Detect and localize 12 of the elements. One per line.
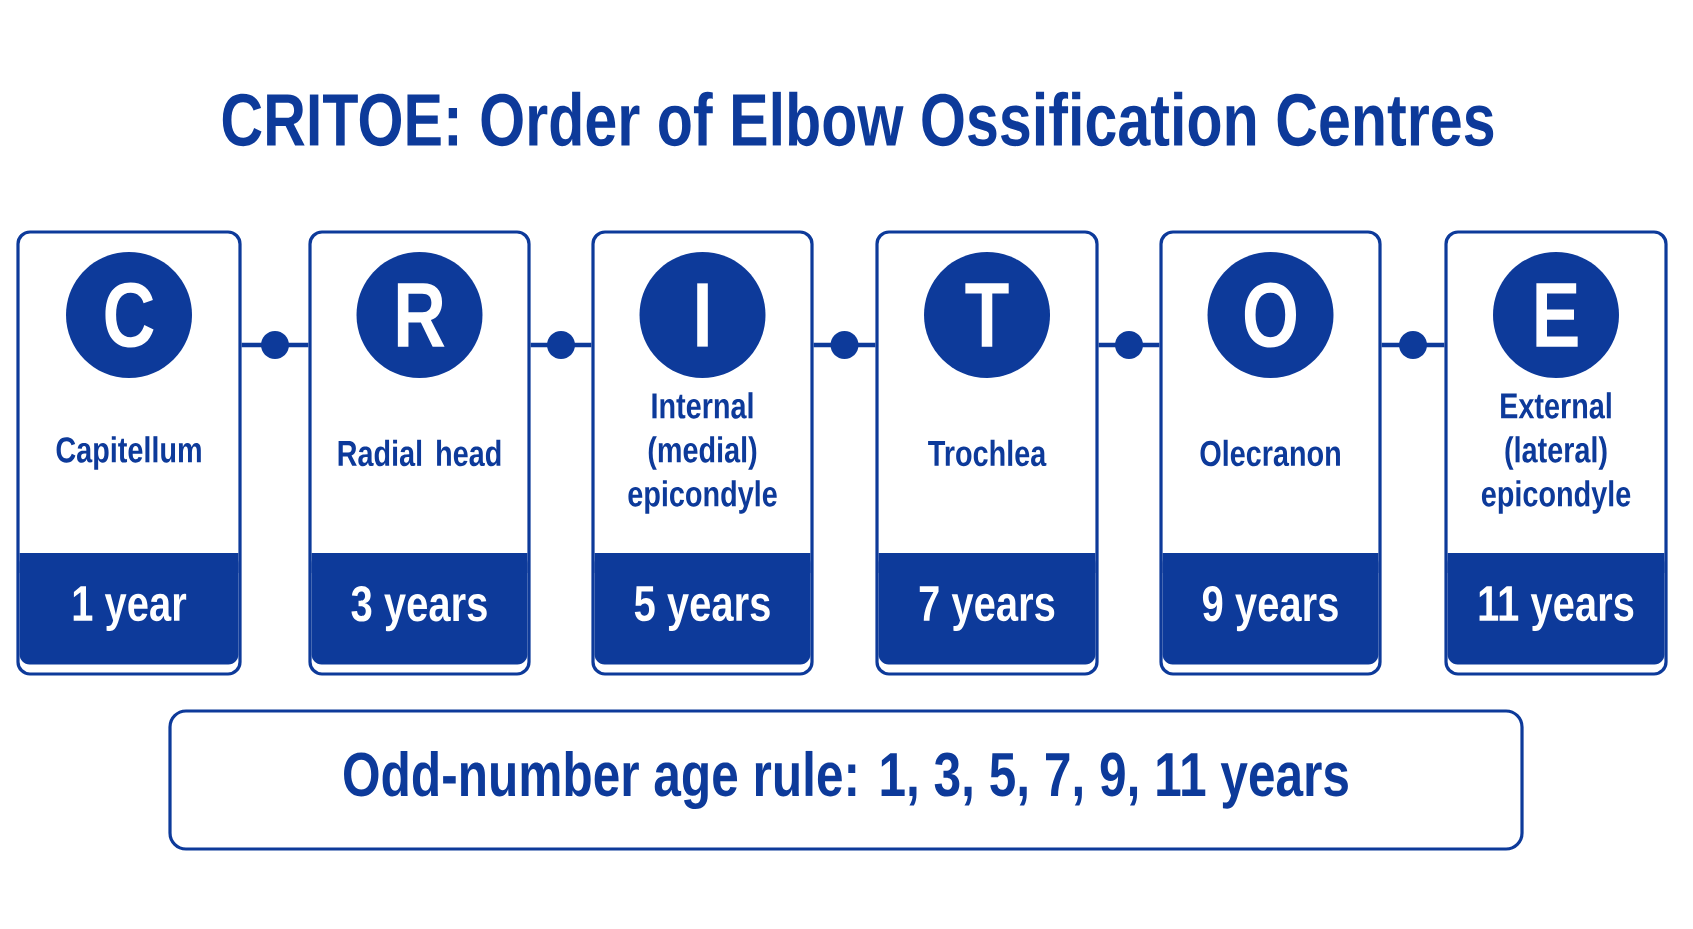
connector	[1098, 331, 1160, 359]
title: CRITOE: Order of Elbow Ossification Centres	[222, 91, 1494, 147]
year-band: 9 years	[1162, 553, 1379, 665]
connector	[1381, 331, 1445, 359]
connector	[813, 331, 876, 359]
year-band: 1 year	[19, 553, 239, 665]
year-band: 3 years	[311, 553, 528, 665]
connector	[241, 331, 309, 359]
year-band: 7 years	[878, 553, 1096, 665]
connector	[530, 331, 592, 359]
year-band: 5 years	[594, 553, 811, 665]
year-band: 11 years	[1447, 553, 1665, 665]
